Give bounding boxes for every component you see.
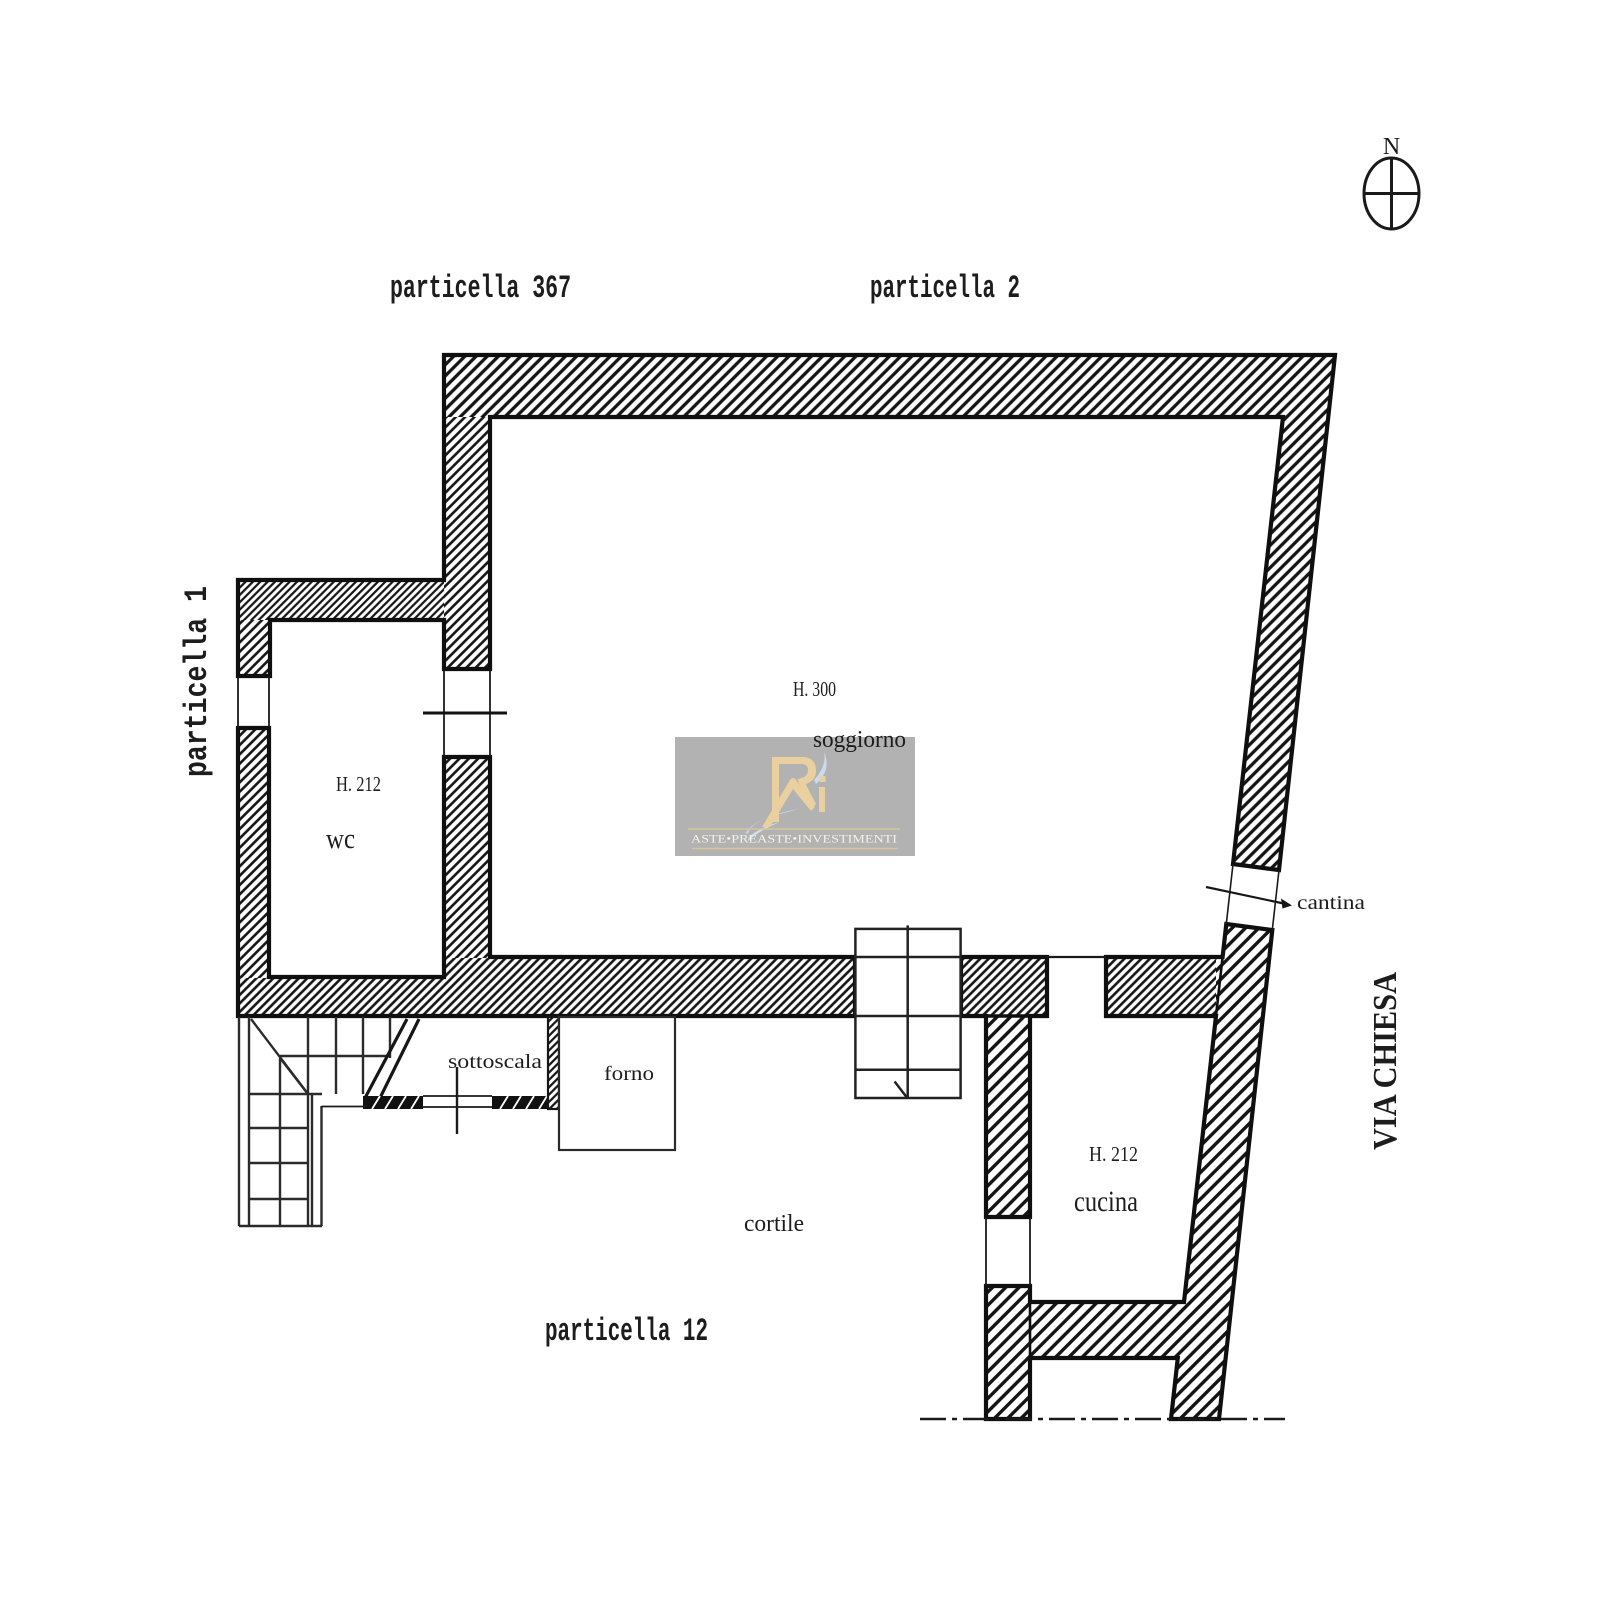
svg-text:cantina: cantina	[1297, 892, 1365, 914]
svg-text:particella 367: particella 367	[390, 270, 571, 307]
svg-text:N: N	[1383, 134, 1400, 160]
svg-text:H. 300: H. 300	[793, 677, 836, 701]
svg-text:cortile: cortile	[744, 1211, 804, 1237]
svg-text:particella 12: particella 12	[545, 1313, 708, 1350]
svg-text:H. 212: H. 212	[1089, 1142, 1138, 1166]
svg-text:cucina: cucina	[1074, 1185, 1138, 1218]
svg-text:VIA CHIESA: VIA CHIESA	[1367, 972, 1404, 1150]
svg-text:particella 2: particella 2	[870, 270, 1020, 307]
svg-text:H. 212: H. 212	[336, 772, 381, 796]
svg-text:wc: wc	[326, 823, 355, 855]
svg-text:sottoscala: sottoscala	[448, 1051, 542, 1073]
svg-text:soggiorno: soggiorno	[813, 727, 906, 753]
svg-text:particella 1: particella 1	[179, 586, 216, 777]
svg-text:forno: forno	[604, 1063, 654, 1085]
svg-text:ASTE•PREASTE•INVESTIMENTI: ASTE•PREASTE•INVESTIMENTI	[691, 834, 897, 846]
